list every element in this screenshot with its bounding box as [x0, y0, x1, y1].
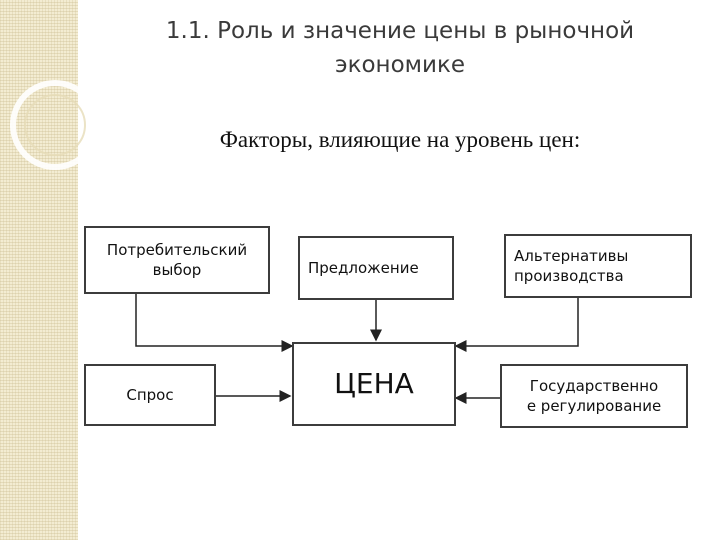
node-demand-label: Спрос: [126, 386, 174, 404]
node-demand: Спрос: [84, 364, 216, 426]
decorative-side-strip: [0, 0, 78, 540]
node-consumer-choice-label: Потребительский выбор: [106, 241, 248, 279]
slide-subtitle: Факторы, влияющие на уровень цен:: [219, 127, 581, 152]
node-price: ЦЕНА: [292, 342, 456, 426]
node-consumer-choice: Потребительский выбор: [84, 226, 270, 294]
arrow-consumer-choice-to-price: [135, 294, 294, 352]
decorative-ring: [10, 80, 100, 170]
arrow-alternatives-to-price: [454, 298, 579, 352]
node-alternatives: Альтернативы производства: [504, 234, 692, 298]
node-state-regulation-label: Государственно е регулирование: [526, 377, 662, 415]
node-supply: Предложение: [298, 236, 454, 300]
node-state-regulation: Государственно е регулирование: [500, 364, 688, 428]
node-supply-label: Предложение: [308, 259, 419, 277]
node-alternatives-label: Альтернативы производства: [514, 247, 629, 285]
node-price-label: ЦЕНА: [334, 367, 414, 400]
slide-title: 1.1. Роль и значение цены в рыночной эко…: [165, 18, 635, 78]
